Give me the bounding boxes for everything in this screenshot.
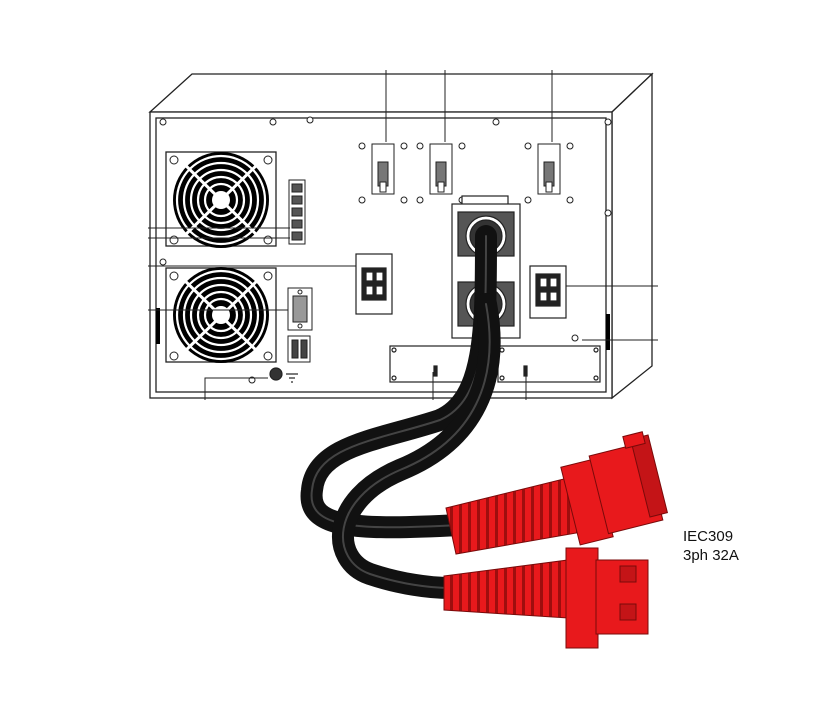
cooling-fan-lower xyxy=(165,267,277,363)
iec309-plug-upper xyxy=(445,431,669,555)
output-socket-right xyxy=(529,265,567,319)
plug-rating-label: 3ph 32A xyxy=(683,547,739,564)
cover-plate-right xyxy=(497,345,601,383)
side-rail-left xyxy=(156,308,160,344)
circuit-breaker-3 xyxy=(524,142,574,204)
output-socket-left xyxy=(355,253,393,315)
circuit-breaker-1 xyxy=(358,142,408,204)
iec309-plug-lower xyxy=(443,547,649,649)
dip-switch-block xyxy=(287,335,311,363)
terminal-block xyxy=(288,179,306,245)
plug-standard-label: IEC309 xyxy=(683,528,734,545)
cooling-fan-upper xyxy=(165,151,277,248)
ground-terminal xyxy=(269,367,298,383)
side-rail-right xyxy=(606,314,610,350)
serial-port xyxy=(287,287,313,331)
power-cables xyxy=(300,225,501,599)
callout-lines xyxy=(148,70,658,400)
panel-screws xyxy=(159,116,612,384)
